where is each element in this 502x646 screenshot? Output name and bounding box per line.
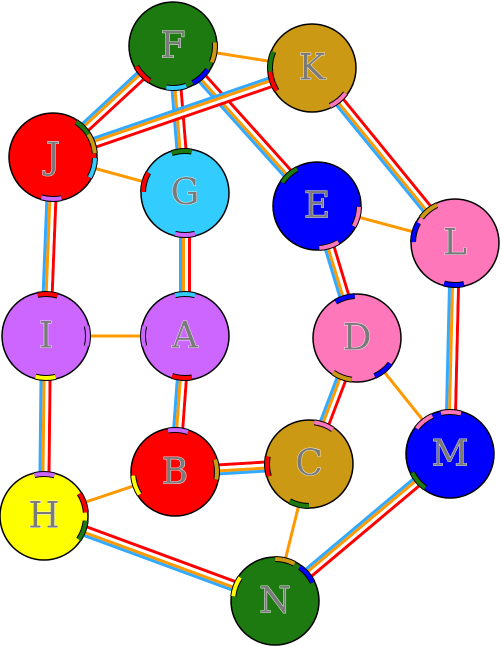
node-label: F	[161, 26, 186, 67]
port-marker	[288, 499, 309, 508]
node-label: K	[299, 48, 327, 89]
port-marker	[319, 240, 340, 250]
node-i: I	[1, 291, 91, 381]
node-label: I	[39, 316, 53, 357]
port-marker	[213, 459, 219, 480]
port-marker	[166, 83, 187, 90]
port-marker	[77, 492, 88, 513]
port-marker	[87, 157, 97, 179]
port-marker	[313, 420, 334, 432]
port-marker	[231, 576, 242, 597]
node-c: C	[264, 419, 354, 509]
edge-strand	[51, 62, 312, 155]
node-h: H	[0, 471, 89, 561]
port-marker	[167, 428, 189, 434]
port-marker	[265, 456, 271, 477]
port-marker	[419, 203, 438, 220]
node-label: B	[162, 452, 188, 493]
port-marker	[134, 65, 152, 83]
port-marker	[40, 195, 62, 201]
port-marker	[352, 206, 361, 228]
port-marker	[329, 91, 348, 108]
node-circle	[272, 161, 362, 251]
port-marker	[209, 42, 217, 64]
port-marker	[298, 565, 315, 584]
port-marker	[37, 292, 59, 298]
port-marker	[174, 292, 196, 298]
port-marker	[411, 221, 420, 243]
node-label: A	[171, 316, 199, 357]
port-marker	[191, 68, 210, 85]
port-marker	[86, 133, 97, 154]
node-a: A	[140, 291, 230, 381]
port-marker	[77, 520, 88, 541]
node-n: N	[230, 556, 320, 646]
node-label: M	[432, 434, 469, 475]
port-marker	[334, 294, 355, 304]
node-b: B	[130, 427, 220, 517]
node-j: J	[8, 112, 98, 202]
node-e: E	[272, 161, 362, 251]
port-marker	[141, 325, 147, 347]
port-marker	[171, 149, 192, 156]
port-marker	[268, 71, 279, 92]
node-label: J	[42, 137, 60, 178]
node-d: D	[312, 293, 402, 383]
node-label: D	[343, 318, 372, 359]
port-marker	[443, 281, 465, 287]
port-marker	[268, 50, 276, 72]
node-label: C	[295, 444, 323, 485]
edge-strand	[52, 67, 313, 160]
node-k: K	[267, 23, 357, 113]
port-marker	[84, 325, 90, 347]
port-marker	[34, 472, 55, 478]
node-label: N	[259, 581, 291, 622]
edge-strand	[52, 65, 313, 158]
node-label: E	[304, 186, 330, 227]
port-marker	[141, 171, 151, 193]
node-g: G	[140, 148, 230, 238]
port-marker	[35, 374, 56, 380]
node-circle	[312, 293, 402, 383]
node-m: M	[405, 409, 495, 499]
node-label: H	[28, 496, 59, 537]
edge-strand	[53, 70, 314, 163]
port-marker	[174, 231, 196, 237]
node-l: L	[410, 198, 500, 288]
node-label: G	[171, 173, 200, 214]
node-label: L	[443, 223, 467, 264]
node-f: F	[128, 1, 218, 91]
port-marker	[415, 414, 434, 430]
port-marker	[440, 410, 462, 416]
port-marker	[171, 374, 193, 380]
port-marker	[332, 370, 353, 382]
port-marker	[410, 471, 427, 490]
port-marker	[131, 475, 142, 496]
node-circle	[230, 556, 320, 646]
edge-k-j	[51, 62, 314, 163]
port-marker	[275, 557, 296, 566]
port-marker	[280, 167, 299, 184]
port-marker	[373, 362, 392, 378]
